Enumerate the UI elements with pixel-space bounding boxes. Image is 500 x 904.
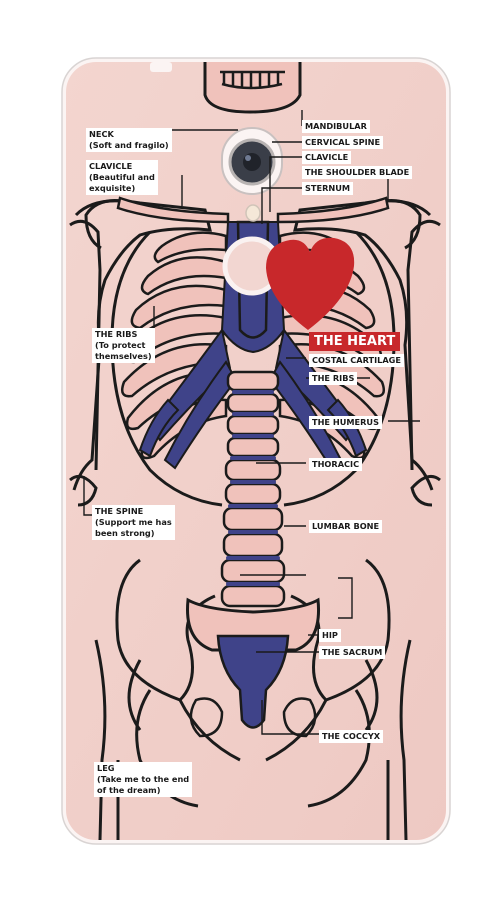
label-lumbar-bone: LUMBAR BONE — [309, 520, 383, 533]
rib-cage-outline — [110, 230, 396, 507]
skeleton-drawing — [69, 62, 441, 840]
label-ribs-right: THE RIBS — [309, 372, 358, 385]
label-costal-cartilage: COSTAL CARTILAGE — [309, 354, 404, 367]
heart-shape — [266, 237, 355, 330]
label-sacrum: THE SACRUM — [319, 646, 386, 659]
label-neck-title: NECK — [89, 129, 114, 139]
label-neck-desc: (Soft and fragilo) — [89, 140, 169, 150]
label-coccyx: THE COCCYX — [319, 730, 384, 743]
label-spine-desc2: been strong) — [95, 528, 155, 538]
label-sternum: STERNUM — [302, 182, 354, 195]
label-ribs-left-title: THE RIBS — [95, 329, 138, 339]
camera-lens-glint — [245, 155, 251, 161]
label-leg: LEG (Take me to the end of the dream) — [94, 762, 193, 797]
spine-vertebrae — [220, 370, 286, 608]
sacrum-shape — [216, 634, 290, 729]
label-clavicle-left-desc2: exquisite) — [89, 183, 136, 193]
legs — [94, 639, 412, 840]
teeth — [220, 70, 285, 90]
label-clavicle-left: CLAVICLE (Beautiful and exquisite) — [86, 160, 158, 195]
spine-discs — [226, 390, 280, 586]
label-spine-desc1: (Support me has — [95, 517, 172, 527]
femur-heads — [116, 659, 390, 840]
obturator-right — [282, 697, 317, 738]
right-scapula — [377, 199, 422, 250]
label-hip: HIP — [319, 629, 341, 642]
pelvis-outline — [115, 558, 391, 702]
label-mandibular: MANDIBULAR — [302, 120, 370, 133]
label-clavicle-left-title: CLAVICLE — [89, 161, 133, 171]
label-humerus: THE HUMERUS — [309, 416, 382, 429]
label-thoracic: THORACIC — [309, 458, 363, 471]
label-neck: NECK (Soft and fragilo) — [86, 128, 172, 152]
label-cervical-spine: CERVICAL SPINE — [302, 136, 384, 149]
right-arm — [406, 219, 441, 507]
label-clavicle-right: CLAVICLE — [302, 151, 352, 164]
label-leg-desc1: (Take me to the end — [97, 774, 190, 784]
label-spine-title: THE SPINE — [95, 506, 144, 516]
label-ribs-left-desc1: (To protect — [95, 340, 146, 350]
camera-notch — [150, 62, 172, 72]
label-ribs-left-desc2: themselves) — [95, 351, 152, 361]
label-ribs-left: THE RIBS (To protect themselves) — [92, 328, 155, 363]
label-shoulder-blade: THE SHOULDER BLADE — [302, 166, 413, 179]
obturator-left — [189, 697, 224, 738]
label-leg-title: LEG — [97, 763, 115, 773]
label-clavicle-left-desc1: (Beautiful and — [89, 172, 155, 182]
flash — [245, 204, 261, 222]
label-the-heart: THE HEART — [309, 332, 401, 351]
label-spine: THE SPINE (Support me has been strong) — [92, 505, 175, 540]
camera-lens-inner — [243, 153, 261, 171]
label-leg-desc2: of the dream) — [97, 785, 161, 795]
left-scapula — [84, 199, 129, 250]
